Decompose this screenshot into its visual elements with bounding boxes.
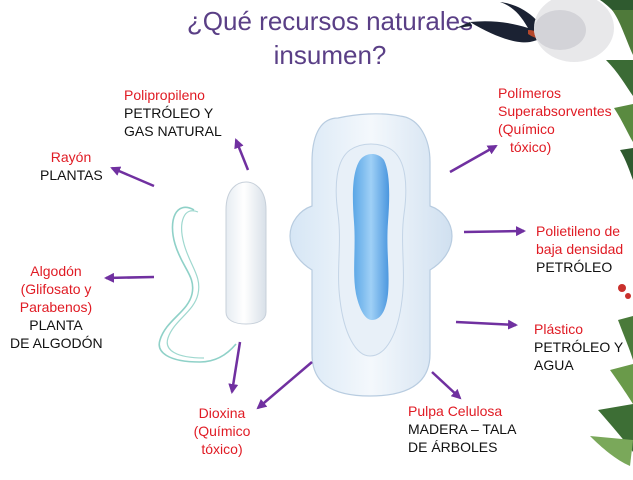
plastico-name: Plástico xyxy=(534,321,584,337)
dioxina-name-2: (Químico xyxy=(193,423,251,439)
arrow-polimeros xyxy=(449,144,498,174)
algodon-name-2: (Glifosato y xyxy=(20,281,92,297)
arrow-dioxina-1 xyxy=(228,341,242,394)
arrow-plastico xyxy=(455,319,518,330)
dioxina-name-3: tóxico) xyxy=(201,441,243,457)
arrow-dioxina-2 xyxy=(256,361,313,410)
polipropileno-resource-2: GAS NATURAL xyxy=(124,123,222,139)
tampon-icon xyxy=(158,181,267,363)
arrow-polipropileno xyxy=(234,138,250,171)
polipropileno-name: Polipropileno xyxy=(124,87,205,103)
leaves-decoration-icon xyxy=(534,0,633,466)
algodon-resource-1: PLANTA xyxy=(29,317,83,333)
pulpa-name: Pulpa Celulosa xyxy=(408,403,503,419)
pulpa-resource-1: MADERA – TALA xyxy=(408,421,517,437)
label-polimeros: Polímeros Superabsorventes (Químico tóxi… xyxy=(498,84,612,156)
sanitary-pad-icon xyxy=(289,113,453,397)
algodon-name-1: Algodón xyxy=(30,263,82,279)
algodon-name-3: Parabenos) xyxy=(19,299,93,315)
polimeros-name-1: Polímeros xyxy=(498,85,562,101)
algodon-resource-2: DE ALGODÓN xyxy=(10,335,103,351)
label-algodon: Algodón (Glifosato y Parabenos) PLANTA D… xyxy=(10,262,103,352)
arrows xyxy=(104,138,526,410)
polietileno-name-1: Polietileno de xyxy=(536,223,621,239)
label-dioxina: Dioxina (Químico tóxico) xyxy=(184,404,260,458)
plastico-resource-1: PETRÓLEO Y xyxy=(534,339,624,355)
polietileno-name-2: baja densidad xyxy=(536,241,624,257)
polimeros-name-2: Superabsorventes xyxy=(498,103,612,119)
title-line-1: ¿Qué recursos naturales xyxy=(186,6,474,36)
polietileno-resource: PETRÓLEO xyxy=(536,259,613,275)
label-polietileno: Polietileno de baja densidad PETRÓLEO xyxy=(536,222,623,276)
polimeros-name-4: tóxico) xyxy=(510,139,552,155)
arrow-polietileno xyxy=(463,226,526,237)
label-plastico: Plástico PETRÓLEO Y AGUA xyxy=(534,320,623,374)
rayon-name: Rayón xyxy=(50,149,92,165)
arrow-pulpa xyxy=(431,371,462,400)
polimeros-name-3: (Químico xyxy=(498,121,555,137)
page-title: ¿Qué recursos naturales insumen? xyxy=(150,4,510,72)
label-polipropileno: Polipropileno PETRÓLEO Y GAS NATURAL xyxy=(124,86,222,140)
arrow-algodon xyxy=(104,272,155,283)
pulpa-resource-2: DE ÁRBOLES xyxy=(408,439,498,455)
polipropileno-resource-1: PETRÓLEO Y xyxy=(124,105,214,121)
dioxina-name-1: Dioxina xyxy=(198,405,246,421)
plastico-resource-2: AGUA xyxy=(534,357,574,373)
label-pulpa: Pulpa Celulosa MADERA – TALA DE ÁRBOLES xyxy=(408,402,516,456)
rayon-resource: PLANTAS xyxy=(40,167,103,183)
arrow-rayon xyxy=(110,166,155,188)
title-line-2: insumen? xyxy=(273,40,387,70)
label-rayon: Rayón PLANTAS xyxy=(40,148,103,184)
